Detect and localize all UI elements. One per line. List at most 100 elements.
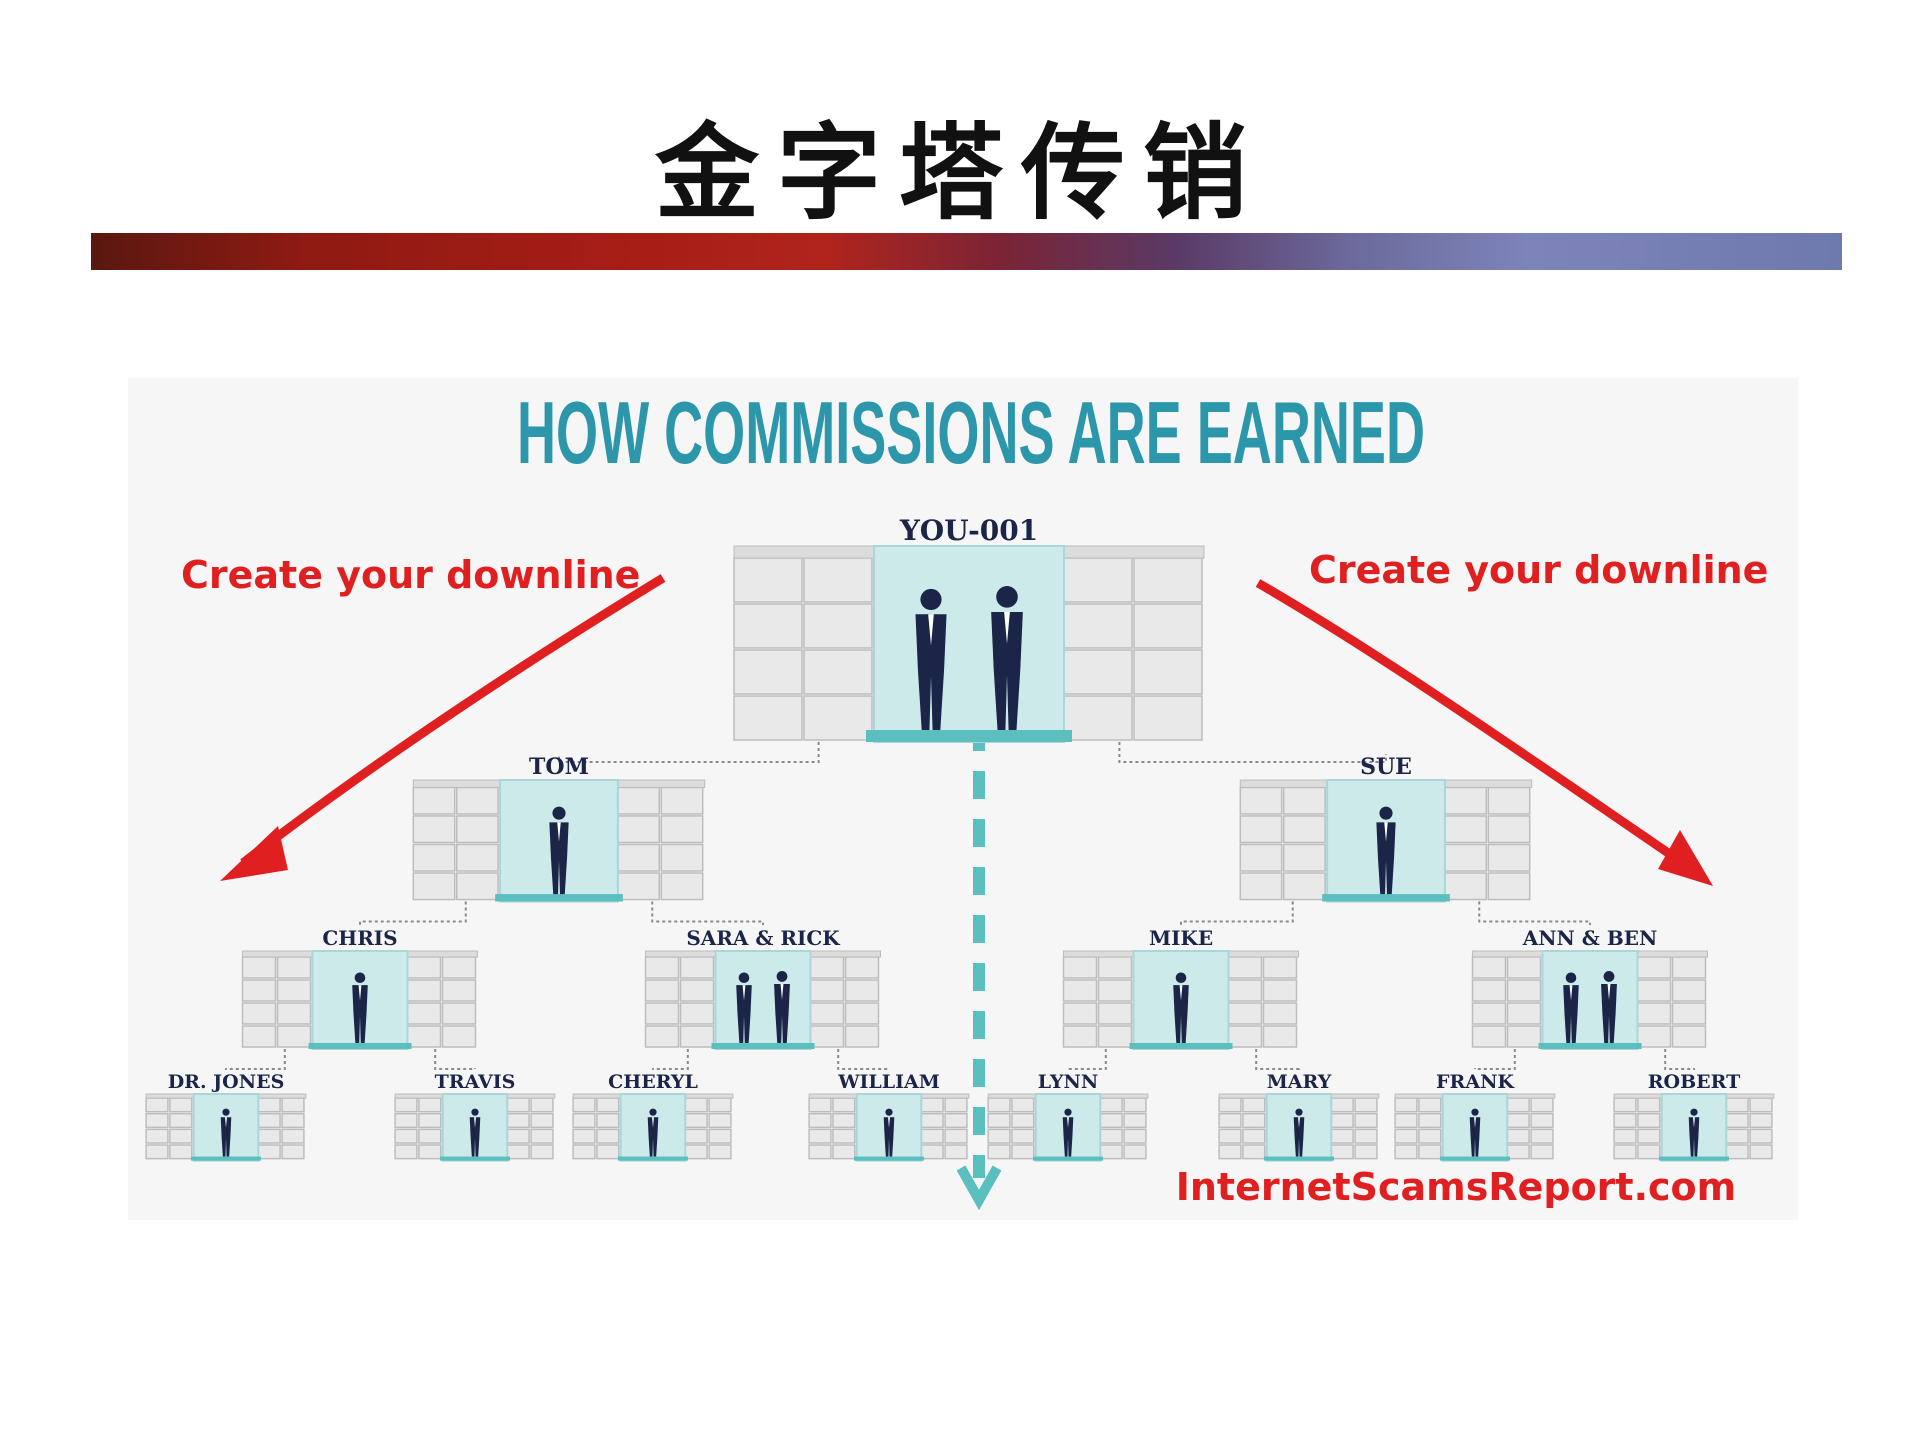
diagram-canvas: HOW COMMISSIONS ARE EARNED Create your d… (145, 383, 1775, 1211)
left-arrow-label: Create your downline (181, 553, 640, 597)
person-silhouette-icon (774, 971, 790, 1043)
left-downline-arrow (220, 574, 666, 881)
building-wing (644, 950, 716, 1048)
node-name-label: WILLIAM (837, 1071, 940, 1093)
building-wing (920, 1093, 970, 1160)
building-wing (987, 1093, 1037, 1160)
node-william: WILLIAM (808, 1071, 970, 1162)
node-name-label: MARY (1267, 1071, 1332, 1093)
person-silhouette-icon (352, 972, 368, 1043)
building-wing (809, 950, 881, 1048)
node-sue: SUE (1239, 754, 1533, 903)
connector-line (1067, 1049, 1107, 1070)
building-floor (1322, 894, 1450, 902)
building-wing (1330, 1093, 1380, 1160)
person-silhouette-icon (469, 1108, 481, 1157)
connector-line (1664, 1049, 1695, 1070)
building-wing (1725, 1093, 1775, 1160)
connector-line (1118, 742, 1387, 763)
building-floor (617, 1156, 689, 1161)
person-silhouette-icon (549, 806, 569, 895)
building-wing (733, 545, 875, 741)
right-arrowhead-icon (1658, 830, 1713, 886)
connector-line (1180, 901, 1294, 925)
node-name-label: SARA & RICK (686, 926, 840, 950)
building-wing (1063, 545, 1205, 741)
building-wing (257, 1093, 307, 1160)
node-name-label: CHERYL (608, 1071, 698, 1093)
connector-line (1474, 1049, 1516, 1070)
person-silhouette-icon (915, 588, 947, 730)
node-name-label: TOM (529, 754, 589, 780)
building-wing (684, 1093, 734, 1160)
person-silhouette-icon (1563, 972, 1579, 1043)
building-wing (1613, 1093, 1663, 1160)
right-arrow-label: Create your downline (1309, 548, 1768, 592)
connector-line (651, 901, 764, 925)
building-floor (1538, 1043, 1642, 1049)
building-wing (1227, 950, 1299, 1048)
person-silhouette-icon (1293, 1108, 1305, 1157)
building-wing (506, 1093, 556, 1160)
building-wing (412, 779, 501, 901)
node-travis: TRAVIS (394, 1071, 556, 1162)
building-wing (1394, 1093, 1444, 1160)
person-silhouette-icon (220, 1108, 232, 1157)
right-downline-arrow (1255, 579, 1713, 886)
building-floor (1263, 1156, 1335, 1161)
node-name-label: TRAVIS (435, 1071, 516, 1093)
building-floor (1032, 1156, 1104, 1161)
building-center (1541, 950, 1639, 1050)
node-name-label: MIKE (1149, 926, 1213, 950)
connector-line (558, 742, 820, 763)
node-lynn: LYNN (987, 1071, 1149, 1162)
node-name-label: YOU-001 (899, 514, 1038, 547)
node-name-label: FRANK (1436, 1071, 1515, 1093)
person-silhouette-icon (991, 586, 1023, 730)
building-floor (308, 1043, 412, 1049)
building-wing (406, 950, 478, 1048)
tree-connectors (225, 742, 1695, 1070)
person-silhouette-icon (1062, 1108, 1074, 1157)
node-name-label: ROBERT (1648, 1071, 1740, 1093)
building-wing (1506, 1093, 1556, 1160)
center-dashed-arrow (956, 723, 1002, 1211)
building-center (714, 950, 812, 1050)
connector-line (225, 1049, 286, 1070)
connector-line (652, 1049, 689, 1070)
diagram-heading: HOW COMMISSIONS ARE EARNED (517, 383, 1425, 482)
watermark-text: InternetScamsReport.com (1176, 1165, 1737, 1209)
building-wing (1471, 950, 1543, 1048)
title-divider-bar (91, 233, 1842, 270)
building-wing (145, 1093, 195, 1160)
building-wing (1062, 950, 1134, 1048)
building-wing (1636, 950, 1708, 1048)
node-name-label: SUE (1360, 754, 1412, 780)
node-name-label: ANN & BEN (1522, 926, 1658, 950)
building-floor (439, 1156, 511, 1161)
person-silhouette-icon (736, 972, 752, 1043)
left-arrowhead-icon (220, 826, 288, 881)
node-mike: MIKE (1062, 926, 1299, 1050)
connector-line (434, 1049, 476, 1070)
person-silhouette-icon (883, 1108, 895, 1157)
node-robert: ROBERT (1613, 1071, 1775, 1162)
node-annben: ANN & BEN (1471, 926, 1708, 1050)
building-wing (808, 1093, 858, 1160)
node-name-label: DR. JONES (168, 1071, 285, 1093)
connector-line (1255, 1049, 1300, 1070)
person-silhouette-icon (1688, 1108, 1700, 1157)
node-sararick: SARA & RICK (644, 926, 881, 1050)
person-silhouette-icon (1173, 972, 1189, 1043)
connector-line (1478, 901, 1591, 925)
person-silhouette-icon (1376, 806, 1396, 895)
connector-line (837, 1049, 890, 1070)
person-silhouette-icon (1601, 971, 1617, 1043)
building-floor (1439, 1156, 1511, 1161)
node-you: YOU-001 (733, 514, 1205, 743)
person-silhouette-icon (1469, 1108, 1481, 1157)
building-wing (394, 1093, 444, 1160)
slide-title: 金字塔传销 (654, 112, 1265, 234)
connector-line (359, 901, 467, 925)
node-tom: TOM (412, 754, 706, 903)
